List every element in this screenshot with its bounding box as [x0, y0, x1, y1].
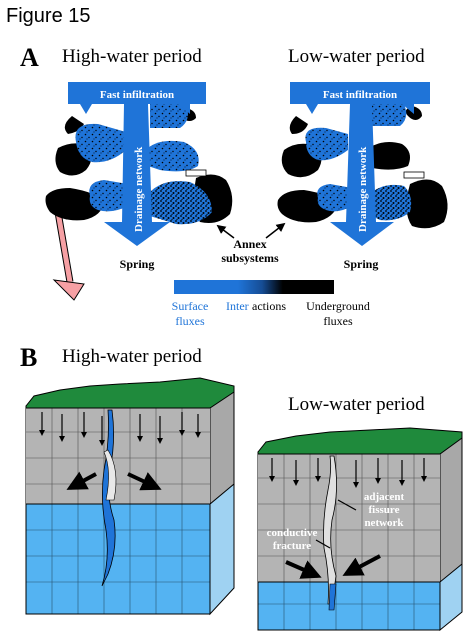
legend-underground-line1: Underground — [306, 299, 370, 313]
panel-b-left-title: High-water period — [62, 346, 202, 367]
fast-infiltration-label-left: Fast infiltration — [100, 89, 174, 101]
panel-b-letter: B — [20, 343, 38, 372]
legend-underground-line2: fluxes — [323, 314, 353, 328]
flux-legend-bar — [174, 280, 334, 294]
annex-label-line1: Annex — [233, 237, 266, 251]
aquifer-block-high-water — [25, 377, 235, 616]
panel-a-left-title: High-water period — [62, 46, 202, 67]
legend-surface-line2: fluxes — [175, 314, 205, 328]
figure-title: Figure 15 — [6, 5, 91, 27]
pink-flow-arrow — [52, 211, 85, 301]
karst-schematic-low-water — [277, 82, 448, 246]
spring-label-right: Spring — [344, 257, 379, 271]
annex-label-line2: subsystems — [221, 251, 279, 265]
adjacent-fissure-label-line2: fissure — [369, 504, 400, 516]
fast-infiltration-label-right: Fast infiltration — [323, 89, 397, 101]
panel-a-letter: A — [20, 43, 39, 72]
legend-interactions-highlight: Inter — [226, 299, 249, 313]
annex-pointer-arrows — [216, 222, 286, 239]
adjacent-fissure-label-line3: network — [364, 517, 404, 529]
legend-interactions-rest: actions — [252, 299, 286, 313]
adjacent-fissure-label-line1: adjacent — [364, 491, 405, 503]
aquifer-block-low-water — [257, 427, 463, 632]
conductive-fracture-label-line1: conductive — [267, 527, 318, 539]
drainage-network-label-left: Drainage network — [133, 146, 145, 232]
legend-surface-line1: Surface — [172, 299, 209, 313]
conductive-fracture-label-line2: fracture — [273, 540, 311, 552]
panel-b-right-title: Low-water period — [288, 394, 425, 415]
drainage-network-label-right: Drainage network — [357, 146, 369, 232]
spring-label-left: Spring — [120, 257, 155, 271]
panel-a-right-title: Low-water period — [288, 46, 425, 67]
karst-schematic-high-water — [45, 82, 233, 301]
